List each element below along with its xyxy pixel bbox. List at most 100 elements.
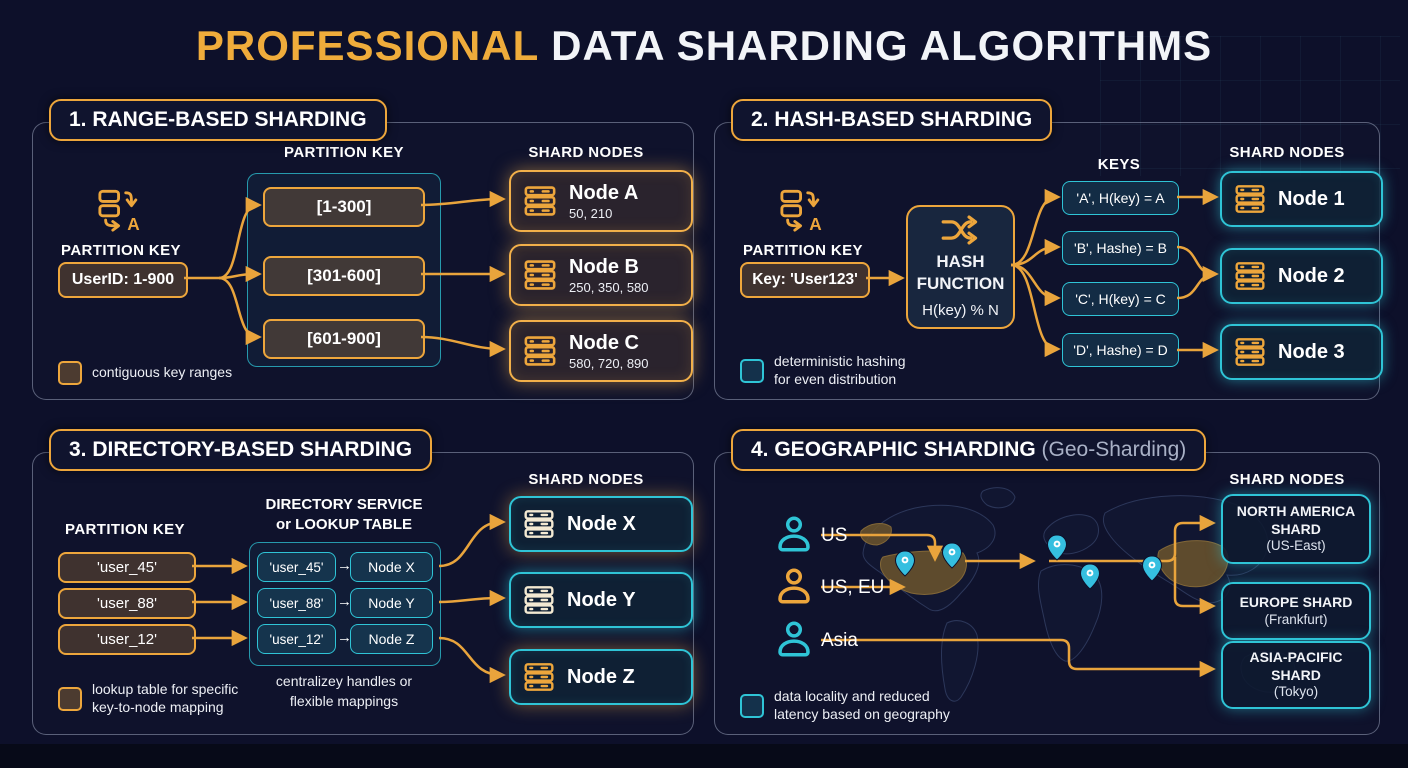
node-b: Node B 250, 350, 580	[509, 244, 693, 306]
node-y: Node Y	[509, 572, 693, 628]
panel3-legend-line2: key-to-node mapping	[92, 698, 224, 715]
mapping-arrow: →	[337, 557, 352, 574]
key-box-c: 'C', H(key) = C	[1062, 282, 1179, 316]
user-label-asia: Asia	[821, 630, 858, 651]
mapping-node-x: Node X	[350, 552, 433, 582]
panel-range-based-sharding: 1. RANGE-BASED SHARDING A PARTITION KEY …	[32, 99, 694, 400]
directory-header-line2: or LOOKUP TABLE	[275, 515, 413, 533]
panel1-legend-text: contiguous key ranges	[92, 364, 233, 381]
map-us-highlight	[879, 550, 967, 595]
map-europe	[1043, 514, 1099, 555]
europe-shard-name: EUROPE SHARD	[1239, 594, 1353, 611]
node-3: Node 3	[1220, 324, 1383, 380]
node-a: Node A 50, 210	[509, 170, 693, 232]
mapping-arrow: →	[337, 629, 352, 646]
asia-pacific-shard: ASIA-PACIFIC SHARD (Tokyo)	[1221, 641, 1371, 709]
panel1-shard-nodes-header: SHARD NODES	[528, 144, 644, 161]
server-icon	[524, 336, 556, 366]
mapping-arrow: →	[337, 593, 352, 610]
asia-pacific-shard-name: ASIA-PACIFIC SHARD	[1249, 649, 1343, 683]
node-3-label: Node 3	[1278, 341, 1345, 363]
north-america-shard-location: (US-East)	[1266, 538, 1326, 554]
page-title-rest: DATA SHARDING ALGORITHMS	[538, 22, 1213, 69]
pin-japan	[1141, 555, 1163, 582]
user-icon-asia	[778, 621, 810, 657]
pin-us-east	[941, 542, 963, 569]
node-c-keys: 580, 720, 890	[569, 355, 649, 371]
mapping-key-user88: 'user_88'	[257, 588, 336, 618]
panel4-title-sub: (Geo-Sharding)	[1035, 438, 1187, 461]
panel1-partition-key-label: PARTITION KEY	[61, 242, 181, 259]
range-box-2: [301-600]	[263, 256, 425, 296]
node-2: Node 2	[1220, 248, 1383, 304]
panel1-ranges-header: PARTITION KEY	[284, 144, 404, 161]
directory-caption: centralizey handles or flexible mappings	[249, 671, 439, 712]
svg-text:A: A	[809, 214, 821, 233]
server-icon	[1235, 338, 1265, 366]
panel2-legend-line2: for even distribution	[774, 370, 897, 387]
map-alaska-highlight	[860, 523, 892, 546]
page-title: PROFESSIONAL DATA SHARDING ALGORITHMS	[0, 22, 1408, 70]
panel2-partition-key-label: PARTITION KEY	[743, 242, 863, 259]
node-z: Node Z	[509, 649, 693, 705]
panel4-legend-line2: latency based on geography	[774, 705, 950, 722]
panel2-legend-line1: deterministic hashing	[774, 353, 906, 369]
key-box-a: 'A', H(key) = A	[1062, 181, 1179, 215]
bottom-decoration-strip	[0, 744, 1408, 768]
server-icon	[1235, 262, 1265, 290]
panel2-partition-key-value: Key: 'User123'	[740, 262, 870, 298]
directory-caption-line1: centralizey handles or	[275, 673, 413, 689]
panel4-legend-line1: data locality and reduced	[774, 688, 930, 704]
map-china-highlight	[1157, 540, 1229, 588]
panel3-shard-nodes-header: SHARD NODES	[528, 471, 644, 488]
panel3-partition-key-label: PARTITION KEY	[65, 521, 185, 538]
panel1-partition-key-value: UserID: 1-900	[58, 262, 188, 298]
partition-key-icon: A	[98, 189, 140, 233]
hash-formula: H(key) % N	[922, 301, 999, 319]
svg-text:A: A	[127, 214, 139, 233]
mapping-node-z: Node Z	[350, 624, 433, 654]
panel1-ranges-container	[247, 173, 441, 367]
server-icon	[524, 186, 556, 216]
user-label-us: US	[821, 525, 848, 546]
teal-legend-swatch	[740, 693, 764, 718]
node-x-label: Node X	[567, 513, 636, 535]
panel4-title: 4. GEOGRAPHIC SHARDING (Geo-Sharding)	[731, 429, 1207, 471]
server-icon	[524, 260, 556, 290]
panel-directory-based-sharding: 3. DIRECTORY-BASED SHARDING PARTITION KE…	[32, 429, 694, 735]
directory-service-header: DIRECTORY SERVICE or LOOKUP TABLE	[244, 495, 444, 534]
panel3-legend-line1: lookup table for specific	[92, 681, 239, 697]
gold-legend-swatch	[58, 686, 82, 711]
north-america-shard-name: NORTH AMERICA SHARD	[1236, 503, 1356, 537]
hash-title-line2: FUNCTION	[916, 273, 1005, 293]
lookup-table-container	[249, 542, 441, 666]
mapping-key-user45: 'user_45'	[257, 552, 336, 582]
panel1-legend: contiguous key ranges	[58, 361, 232, 385]
key-box-b: 'B', Hashe) = B	[1062, 231, 1179, 265]
panel3-title: 3. DIRECTORY-BASED SHARDING	[49, 429, 433, 471]
asia-pacific-shard-location: (Tokyo)	[1273, 684, 1319, 700]
shuffle-icon	[941, 215, 977, 245]
node-a-label: Node A	[569, 181, 639, 204]
range-box-3: [601-900]	[263, 319, 425, 359]
panel2-keys-header: KEYS	[1097, 156, 1141, 173]
europe-shard: EUROPE SHARD (Frankfurt)	[1221, 582, 1371, 640]
node-y-label: Node Y	[567, 589, 636, 611]
user-icon-us	[778, 516, 810, 552]
node-z-label: Node Z	[567, 666, 635, 688]
key-box-d: 'D', Hashe) = D	[1062, 333, 1179, 367]
mapping-key-user12: 'user_12'	[257, 624, 336, 654]
panel2-shard-nodes-header: SHARD NODES	[1229, 144, 1345, 161]
pin-china	[1079, 563, 1101, 590]
north-america-shard: NORTH AMERICA SHARD (US-East)	[1221, 494, 1371, 564]
server-icon	[524, 510, 554, 538]
node-a-keys: 50, 210	[569, 205, 613, 221]
partition-key-user88: 'user_88'	[58, 588, 196, 619]
mapping-node-y: Node Y	[350, 588, 433, 618]
pin-us-west	[894, 550, 916, 577]
map-greenland	[980, 487, 1016, 509]
page-title-accent: PROFESSIONAL	[195, 22, 539, 69]
